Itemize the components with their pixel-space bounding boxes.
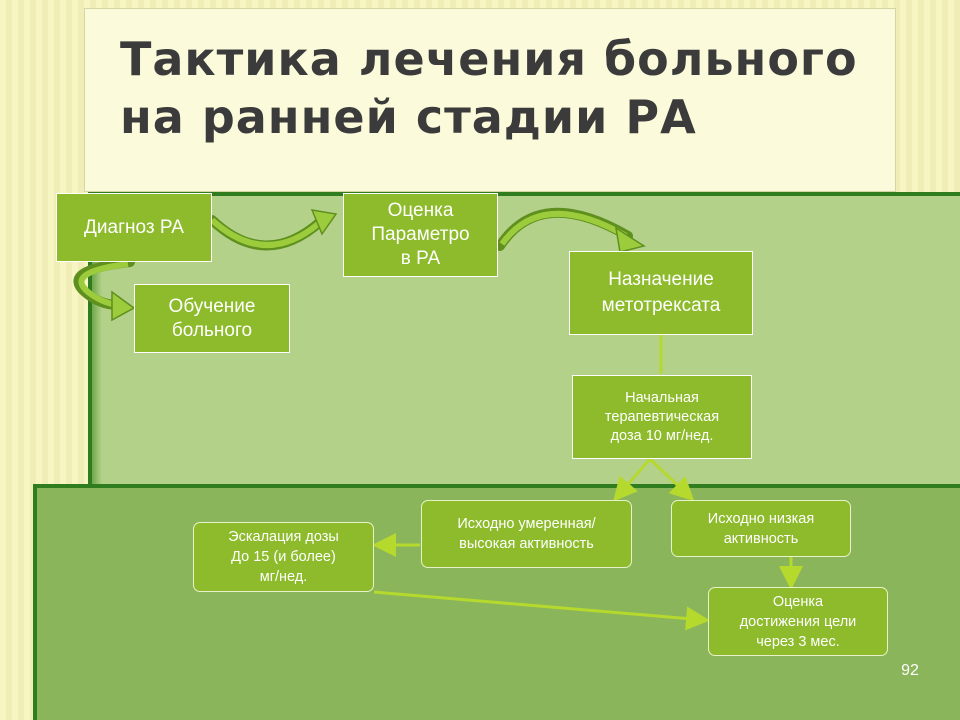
title-line-2: на ранней стадии РА [120, 90, 697, 144]
upper-panel-shade [92, 196, 102, 492]
node-evaluation: Оценка Параметро в РА [343, 193, 498, 277]
slide-title: Тактика лечения больного на ранней стади… [120, 30, 880, 146]
arrow-start-to-moderate [613, 458, 652, 502]
node-low-activity: Исходно низкая активность [671, 500, 851, 557]
node-low-line-1: Исходно низкая [707, 510, 815, 527]
node-moderate-high-activity: Исходно умеренная/ высокая активность [421, 500, 632, 568]
node-starting-dose-line-1: Начальная [625, 389, 699, 406]
page-number: 92 [901, 662, 919, 679]
node-methotrexate-line-2: метотрексата [601, 295, 721, 316]
node-diagnosis-text: Диагноз РА [84, 216, 184, 238]
node-diagnosis: Диагноз РА [56, 193, 212, 262]
curved-arrow-head-1 [310, 209, 338, 236]
node-escalation-line-2: До 15 (и более) [231, 549, 336, 565]
node-escalation-line-3: мг/нед. [259, 569, 308, 585]
node-moderate-high-line-2: высокая активность [459, 536, 594, 552]
node-moderate-high-line-1: Исходно умеренная/ [457, 516, 596, 532]
arrow-escalation-to-goal [373, 590, 710, 631]
node-education-line-2: больного [171, 319, 253, 341]
node-starting-dose-line-2: терапевтическая [604, 408, 720, 425]
node-goal-line-1: Оценка [772, 593, 824, 610]
title-line-1: Тактика лечения больного [120, 32, 858, 86]
title-box [84, 8, 896, 192]
node-escalation-line-1: Эскалация дозы [228, 529, 339, 545]
node-goal-assessment: Оценка достижения цели через 3 мес. [708, 587, 888, 656]
node-low-line-2: активность [723, 530, 799, 547]
node-evaluation-line-2: Параметро [371, 224, 470, 245]
node-starting-dose-line-3: доза 10 мг/нед. [610, 427, 714, 444]
node-methotrexate-line-1: Назначение [608, 269, 714, 290]
node-evaluation-line-3: в РА [400, 248, 441, 269]
node-goal-line-3: через 3 мес. [756, 633, 840, 650]
node-education-line-1: Обучение [168, 295, 256, 317]
node-dose-escalation: Эскалация дозы До 15 (и более) мг/нед. [193, 522, 374, 592]
node-evaluation-line-1: Оценка [387, 200, 454, 221]
curved-arrow-head-2 [614, 226, 646, 253]
arrow-start-to-low [648, 457, 695, 502]
node-starting-dose: Начальная терапевтическая доза 10 мг/нед… [572, 375, 752, 459]
node-goal-line-2: достижения цели [739, 613, 857, 630]
node-education: Обучение больного [134, 284, 290, 353]
node-methotrexate: Назначение метотрексата [569, 251, 753, 335]
curved-arrow-head-3 [111, 290, 136, 322]
